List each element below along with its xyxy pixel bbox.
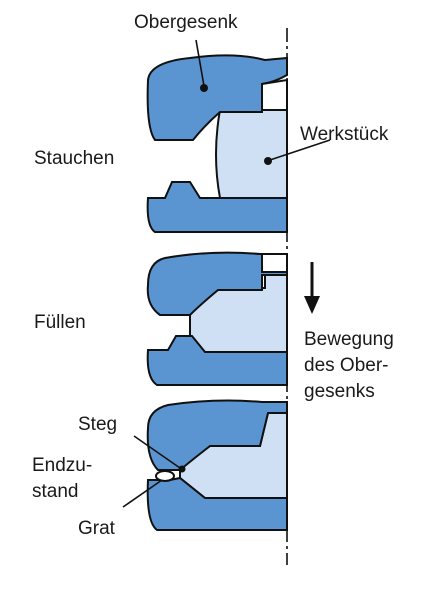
label-flash: Grat <box>78 518 116 539</box>
leader-land <box>133 435 181 469</box>
lower-die-stage2 <box>146 335 288 386</box>
dot-land <box>178 465 186 473</box>
upper-die-stage2 <box>146 251 288 316</box>
lower-die-stage3 <box>146 476 288 531</box>
lower-die-stage1 <box>146 181 288 233</box>
leader-workpiece <box>269 139 331 161</box>
label-motion-line2: des Ober- <box>304 355 388 376</box>
upper-die-stage2-cavity <box>261 253 288 273</box>
dot-workpiece <box>264 157 272 165</box>
label-stage-upsetting: Stauchen <box>34 148 114 169</box>
label-motion-line3: gesenks <box>304 381 375 402</box>
upper-die-stage1 <box>146 54 288 141</box>
label-final-state-line2: stand <box>32 481 78 502</box>
label-land: Steg <box>78 414 117 435</box>
label-upper-die: Obergesenk <box>134 12 238 33</box>
label-final-state-line1: Endzu- <box>32 455 92 476</box>
label-workpiece: Werkstück <box>300 124 389 145</box>
leader-upper-die <box>195 39 205 87</box>
upper-die-stage1-cavity <box>261 78 288 111</box>
flash-ring <box>155 470 175 482</box>
motion-arrow <box>304 262 320 314</box>
dot-upper-die <box>200 84 208 92</box>
leader-flash <box>122 479 163 508</box>
label-motion-line1: Bewegung <box>304 329 394 350</box>
label-stage-filling: Füllen <box>34 312 86 333</box>
workpiece-stage1 <box>215 109 288 199</box>
